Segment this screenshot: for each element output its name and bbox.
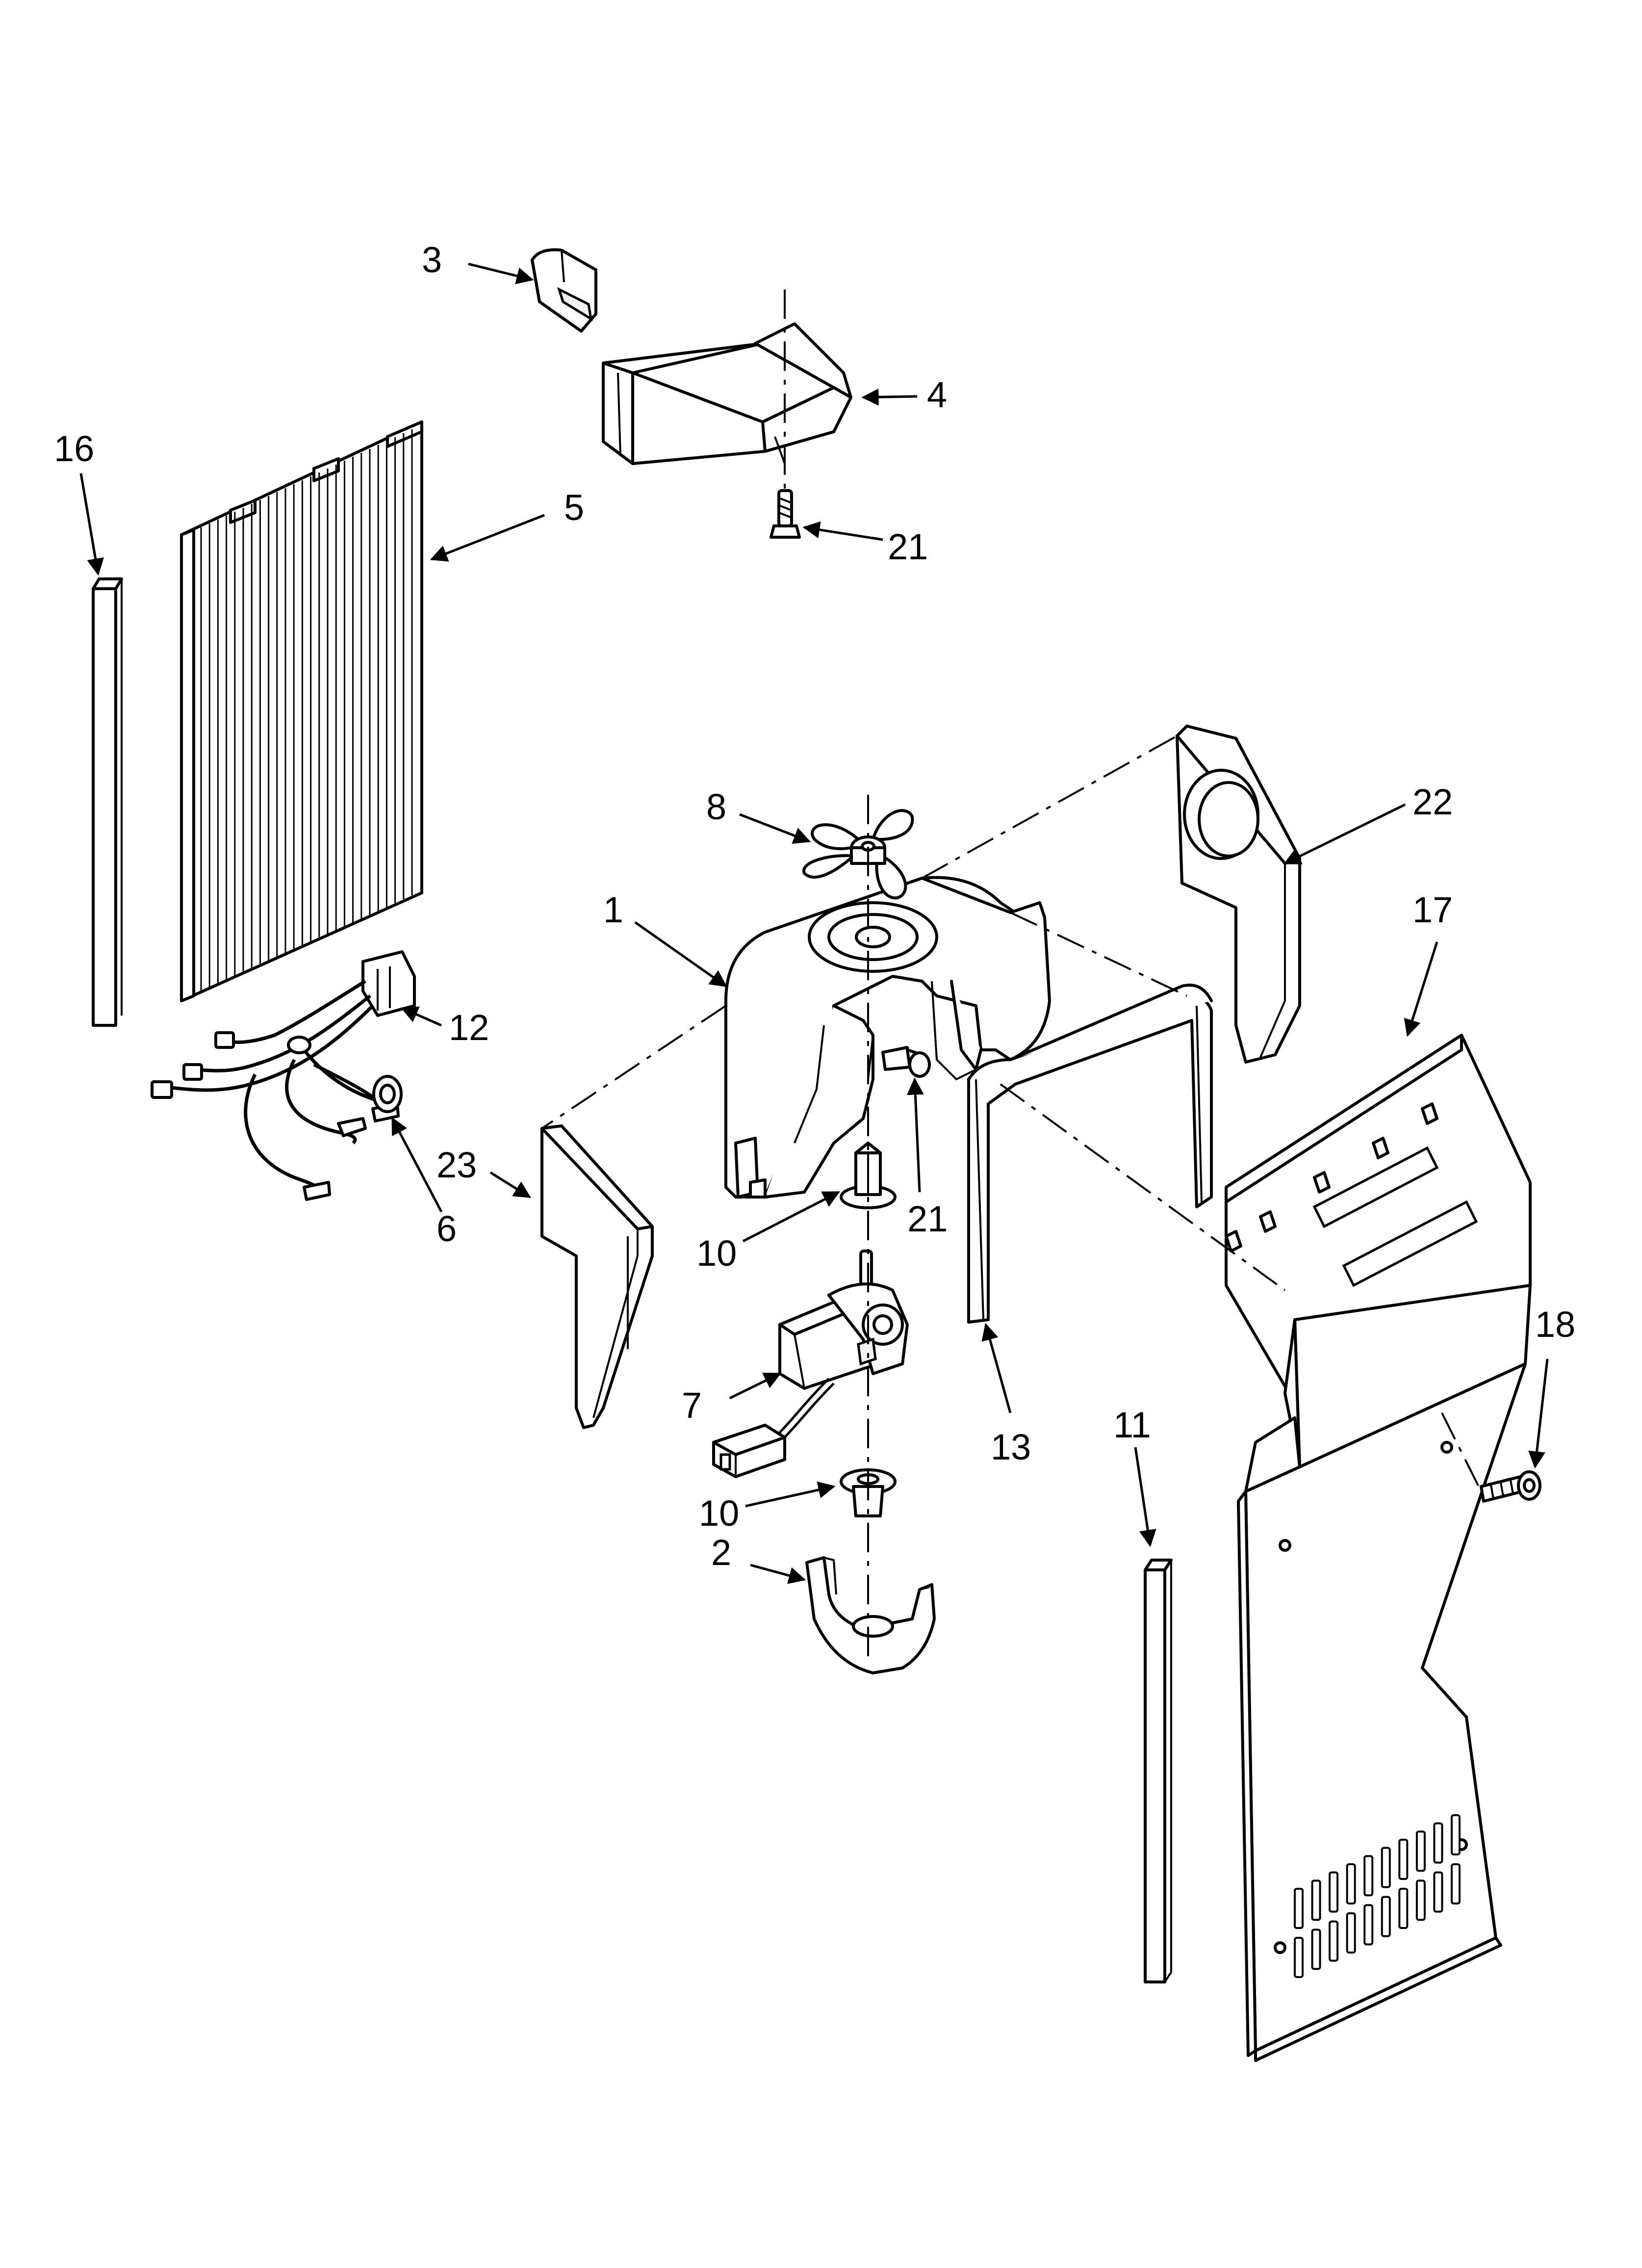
vent-slot [1381, 1847, 1391, 1888]
part-16-seal-strip [92, 577, 123, 1027]
callout-5: 5 [564, 487, 584, 528]
callout-13: 13 [991, 1427, 1031, 1467]
callout-3: 3 [422, 239, 442, 280]
vent-slot [1451, 1863, 1461, 1904]
callout-23: 23 [436, 1145, 477, 1185]
vent-slot [1381, 1896, 1391, 1937]
vent-slot [1346, 1863, 1356, 1904]
callout-10-upper: 10 [696, 1233, 737, 1274]
part-1-fan-housing [724, 876, 1051, 1199]
part-8-fan-blade [802, 809, 914, 900]
callout-21-top: 21 [888, 526, 928, 567]
callout-18: 18 [1535, 1304, 1575, 1345]
part-13-u-channel [967, 984, 1213, 1324]
callout-4: 4 [927, 374, 947, 415]
part-5-evaporator-cover [180, 420, 423, 1002]
alignment-lines [541, 289, 1482, 1663]
callout-17: 17 [1412, 889, 1453, 930]
part-12-wire-harness [151, 950, 416, 1201]
vent-slot [1398, 1839, 1409, 1880]
callout-22: 22 [1412, 782, 1453, 822]
part-21-screw-middle [881, 1046, 931, 1078]
part-17-rear-panel [1225, 1034, 1532, 2062]
part-4-air-duct [602, 322, 852, 465]
leader-lines [79, 262, 1549, 1584]
vent-slot [1311, 1879, 1321, 1921]
vent-slot [1294, 1937, 1304, 1978]
part-6-grommet [372, 1075, 403, 1113]
callout-16: 16 [54, 428, 94, 469]
vent-slot [1363, 1855, 1374, 1897]
part-21-screw-top [770, 489, 801, 539]
callout-21-middle: 21 [907, 1199, 948, 1239]
part-22-insulation-right [1176, 725, 1301, 1064]
callout-2: 2 [711, 1532, 731, 1573]
vent-slot [1346, 1912, 1356, 1954]
part-11-seal-strip [1144, 1559, 1173, 1983]
callout-labels: 16 5 3 4 21 8 1 22 17 12 23 6 10 21 7 10… [54, 239, 1575, 1573]
vent-slot [1311, 1929, 1321, 1970]
vent-slot [1433, 1822, 1443, 1864]
callout-12: 12 [449, 1007, 489, 1048]
part-7-fan-motor [712, 1250, 909, 1478]
callout-6: 6 [436, 1208, 457, 1249]
vent-slot [1398, 1888, 1409, 1929]
part-18-screw [1480, 1470, 1541, 1503]
evaporator-ribs [200, 429, 413, 993]
vent-slot [1415, 1879, 1426, 1921]
vent-slot [1415, 1830, 1426, 1872]
part-2-motor-bracket [805, 1556, 936, 1674]
vent-slot [1451, 1814, 1461, 1855]
vent-slot [1433, 1871, 1443, 1913]
callout-1: 1 [603, 889, 623, 930]
part-23-insulation-left [540, 1124, 654, 1429]
vent-slot [1294, 1888, 1304, 1929]
vent-slot [1329, 1920, 1339, 1962]
vent-slot [1363, 1904, 1374, 1946]
callout-11: 11 [1113, 1405, 1151, 1445]
part-3-cap [531, 248, 597, 333]
callout-8: 8 [706, 786, 726, 827]
callout-10-lower: 10 [699, 1493, 739, 1534]
vent-slots [1294, 1814, 1461, 1978]
callout-7: 7 [682, 1385, 702, 1426]
vent-slot [1329, 1871, 1339, 1913]
